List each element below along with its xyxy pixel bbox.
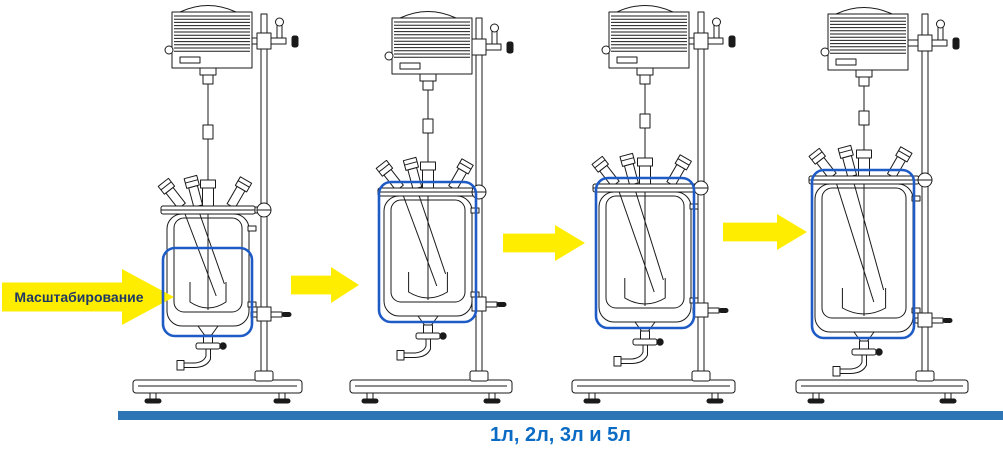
reactor-scale-step-2-illustration (349, 11, 514, 404)
vessel-highlight-box-2 (377, 180, 478, 324)
scaling-label: Масштабирование (14, 289, 144, 305)
scale-step-arrow-icon-3 (723, 214, 807, 250)
scale-step-arrow-icon-1 (291, 267, 359, 303)
vessel-highlight-box-4 (810, 168, 916, 340)
scale-step-arrow-icon-2 (503, 225, 585, 261)
reactor-scale-step-3-illustration (571, 5, 736, 404)
reactor-scale-step-1-illustration (132, 5, 303, 404)
vessel-highlight-box-1 (161, 246, 254, 338)
baseline-bar (118, 411, 1003, 420)
volumes-caption: 1л, 2л, 3л и 5л (490, 424, 631, 446)
reactor-scale-step-4-illustration (795, 7, 969, 404)
vessel-highlight-box-3 (594, 176, 696, 330)
scaling-arrow-icon (2, 269, 174, 325)
